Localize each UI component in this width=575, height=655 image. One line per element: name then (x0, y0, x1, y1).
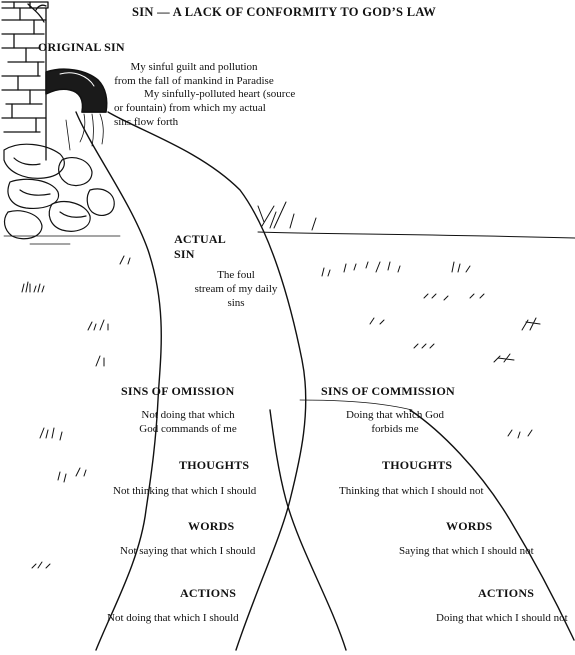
stream-banks (75, 111, 575, 651)
commission-actions-label: ACTIONS (478, 586, 535, 600)
omission-heading: SINS OF OMISSION (121, 384, 235, 398)
actual-sin-desc: The foul stream of my daily sins (176, 268, 296, 310)
actual-sin-heading-2: SIN (174, 247, 195, 261)
commission-words-text: Saying that which I should not (399, 545, 534, 557)
original-sin-heading: ORIGINAL SIN (38, 40, 125, 54)
original-sin-line-2b: or fountain) from which my actual (114, 102, 266, 114)
commission-thoughts-text: Thinking that which I should not (339, 485, 484, 497)
actual-sin-desc-2: stream of my daily (194, 283, 278, 295)
commission-thoughts-label: THOUGHTS (382, 458, 453, 472)
commission-desc: Doing that which God forbids me (330, 408, 460, 436)
omission-actions-label: ACTIONS (180, 586, 237, 600)
spout-pipe (45, 68, 108, 113)
omission-desc: Not doing that which God commands of me (122, 408, 254, 436)
commission-desc-1: Doing that which God (345, 409, 445, 421)
actual-sin-desc-3: sins (227, 297, 245, 309)
commission-actions-text: Doing that which I should not (436, 612, 568, 624)
original-sin-text-1: My sinful guilt and pollution from the f… (88, 60, 300, 88)
original-sin-line-1a: My sinful guilt and pollution (130, 61, 258, 73)
original-sin-text-2: My sinfully-polluted heart (source or fo… (114, 87, 324, 129)
omission-desc-2: God commands of me (139, 423, 237, 435)
commission-heading: SINS OF COMMISSION (321, 384, 455, 398)
omission-thoughts-text: Not thinking that which I should (113, 485, 257, 497)
stone-well (1, 1, 49, 161)
commission-desc-2: forbids me (371, 423, 419, 435)
actual-sin-desc-1: The foul (217, 269, 255, 281)
commission-words-label: WORDS (446, 519, 493, 533)
water-flow (65, 113, 104, 151)
original-sin-line-2a: My sinfully-polluted heart (source (144, 88, 296, 100)
omission-actions-text: Not doing that which I should (107, 612, 239, 624)
omission-words-text: Not saying that which I should (120, 545, 256, 557)
grass-tufts (21, 255, 541, 569)
original-sin-line-1b: from the fall of mankind in Paradise (114, 75, 274, 87)
omission-desc-1: Not doing that which (141, 409, 235, 421)
actual-sin-heading-1: ACTUAL (174, 232, 226, 246)
page-title: SIN — A LACK OF CONFORMITY TO GOD’S LAW (132, 5, 437, 19)
actual-sin-heading: ACTUAL SIN (160, 232, 240, 262)
original-sin-line-2c: sins flow forth (114, 116, 179, 128)
rock-pile (3, 143, 121, 245)
horizon-marsh (257, 201, 575, 239)
omission-words-label: WORDS (188, 519, 235, 533)
omission-thoughts-label: THOUGHTS (179, 458, 250, 472)
